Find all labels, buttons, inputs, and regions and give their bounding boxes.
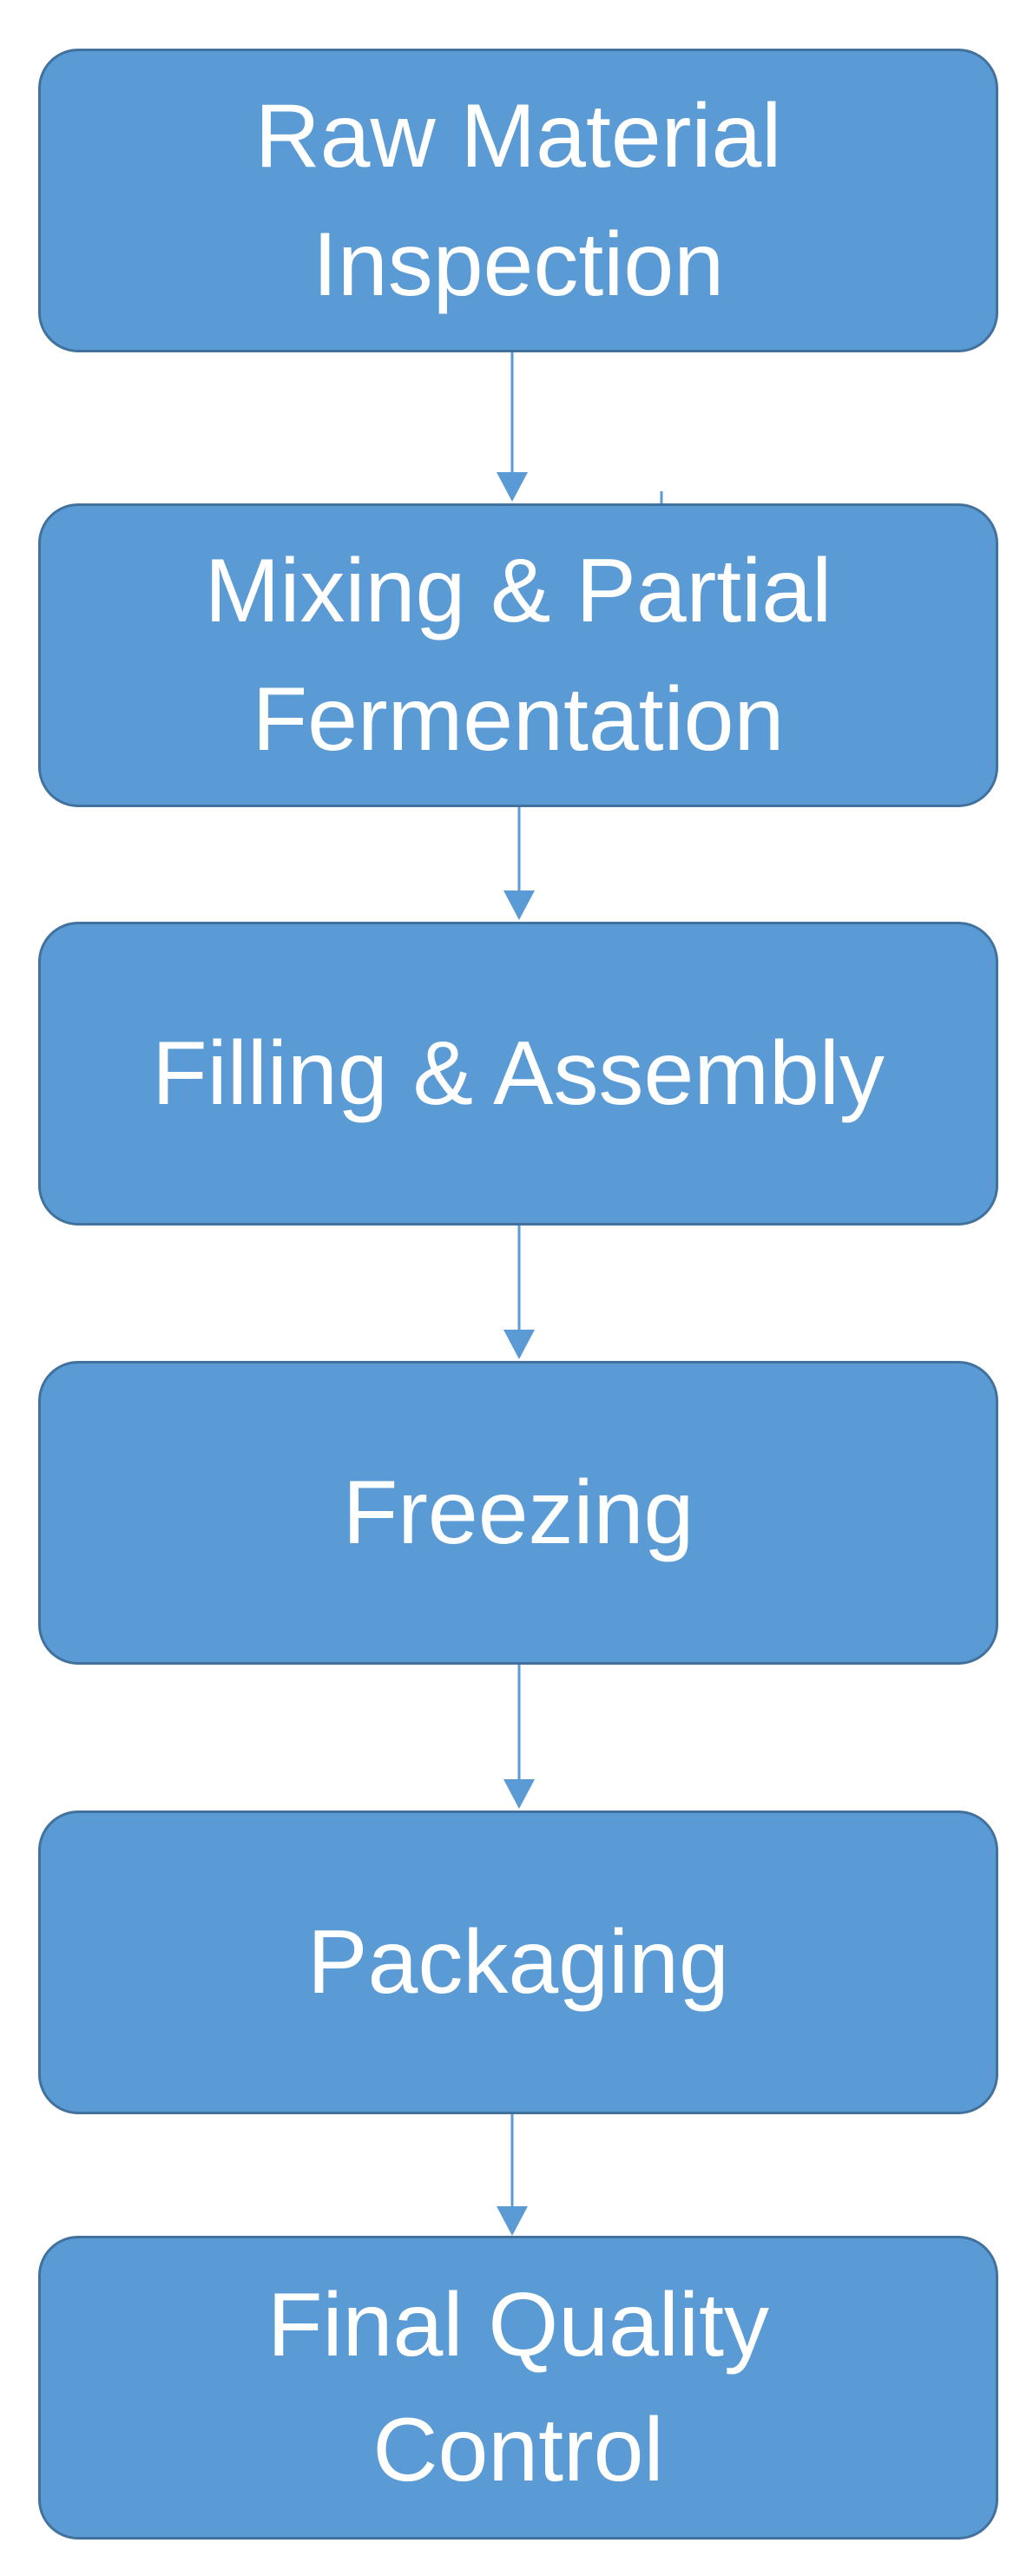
step-label: Filling & Assembly <box>152 1023 885 1124</box>
step-label: Packaging <box>307 1912 729 2013</box>
arrowhead-icon <box>497 2206 528 2236</box>
step-label: Mixing & Partial Fermentation <box>204 541 832 770</box>
step-label: Freezing <box>342 1462 694 1563</box>
step-label: Final Quality Control <box>267 2275 769 2500</box>
step-packaging: Packaging <box>38 1810 998 2114</box>
step-raw-material-inspection: Raw Material Inspection <box>38 49 998 352</box>
step-freezing: Freezing <box>38 1361 998 1665</box>
step-final-quality-control: Final Quality Control <box>38 2236 998 2540</box>
arrowhead-icon <box>503 1779 535 1809</box>
step-mixing-partial-fermentation: Mixing & Partial Fermentation <box>38 503 998 807</box>
arrowhead-icon <box>503 890 535 920</box>
step-label: Raw Material Inspection <box>254 86 782 315</box>
step-filling-assembly: Filling & Assembly <box>38 922 998 1226</box>
arrowhead-icon <box>503 1330 535 1359</box>
arrowhead-icon <box>497 472 528 502</box>
